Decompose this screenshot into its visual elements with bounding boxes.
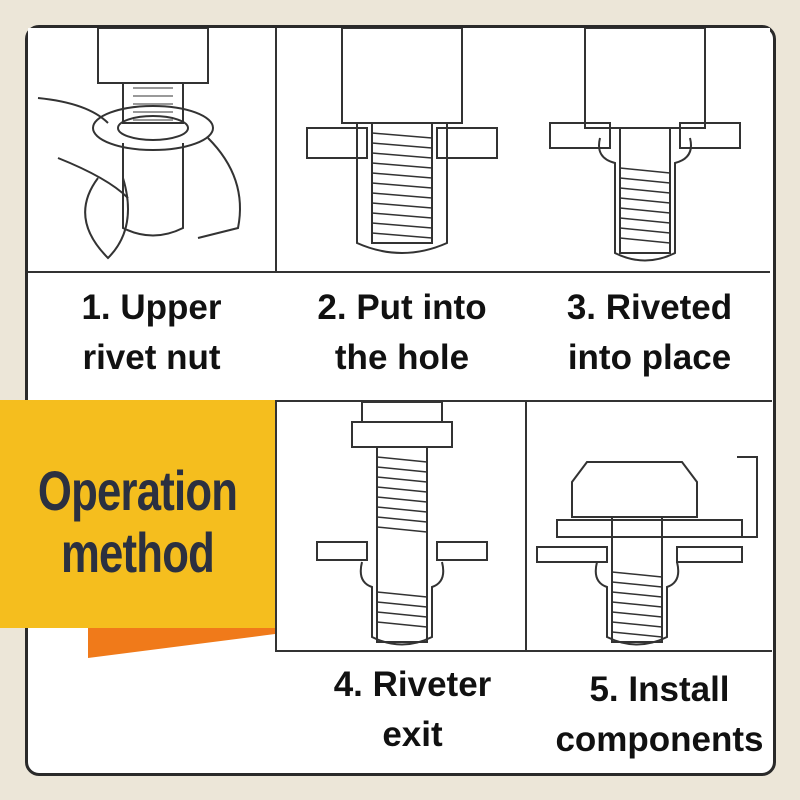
step-3-label-line1: 3. Riveted — [566, 288, 733, 327]
step-2-label-line1: 2. Put into — [317, 288, 487, 327]
step-2-label-line2: the hole — [334, 338, 470, 377]
banner-accent-triangle — [88, 628, 275, 658]
step-2-illustration — [275, 28, 529, 273]
banner-title-line1: Operation — [37, 459, 238, 522]
step-2-label: 2. Put into the hole — [277, 283, 527, 383]
step-4-label-line2: exit — [382, 715, 443, 754]
step-1-illustration — [28, 28, 277, 273]
step-4-illustration — [275, 400, 529, 652]
step-1-label-line1: 1. Upper — [81, 288, 222, 327]
step-3-label: 3. Riveted into place — [527, 283, 772, 383]
step-5-label-line2: components — [555, 720, 764, 759]
operation-method-banner: Operation method — [0, 400, 275, 628]
step-5-label-line1: 5. Install — [589, 670, 730, 709]
step-1-label-line2: rivet nut — [82, 338, 221, 377]
step-5-label: 5. Install components — [527, 665, 792, 765]
step-5-illustration — [525, 400, 772, 652]
step-4-label: 4. Riveter exit — [275, 660, 550, 760]
banner-title-line2: method — [60, 521, 215, 584]
step-4-label-line1: 4. Riveter — [333, 665, 492, 704]
step-3-illustration — [525, 28, 770, 273]
step-1-label: 1. Upper rivet nut — [28, 283, 275, 383]
step-3-label-line2: into place — [567, 338, 732, 377]
banner-title: Operation method — [30, 460, 245, 584]
